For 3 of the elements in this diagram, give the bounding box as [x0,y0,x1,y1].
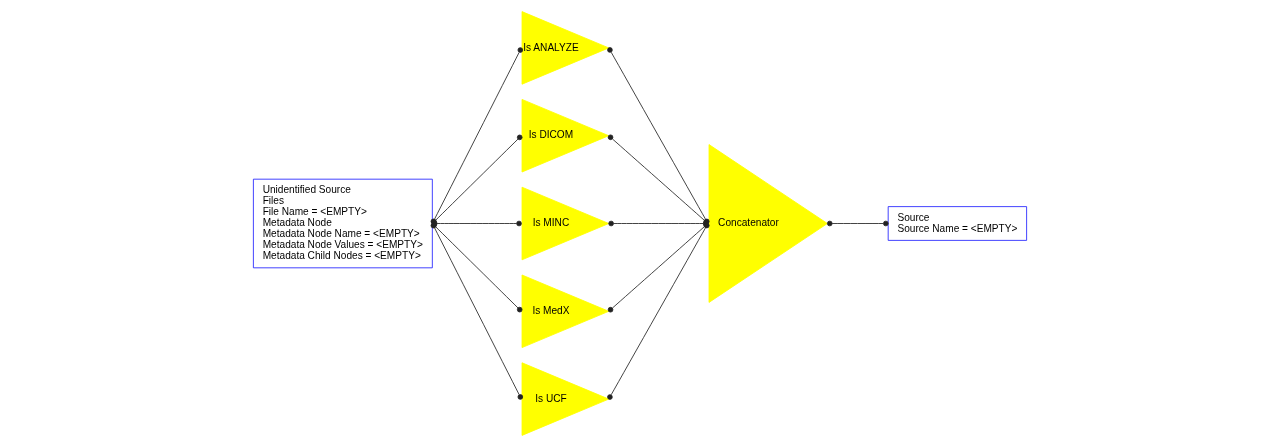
connector [827,220,889,227]
node-box: Unidentified Source Files File Name = <EMPTY> Metadata Node Metadata Node Name = <EMPTY> Metadata Node Values = <EMPTY> Metadata Child Nodes = <EMPTY> [252,178,433,269]
node-box: Source Source Name = <EMPTY> [887,206,1028,241]
